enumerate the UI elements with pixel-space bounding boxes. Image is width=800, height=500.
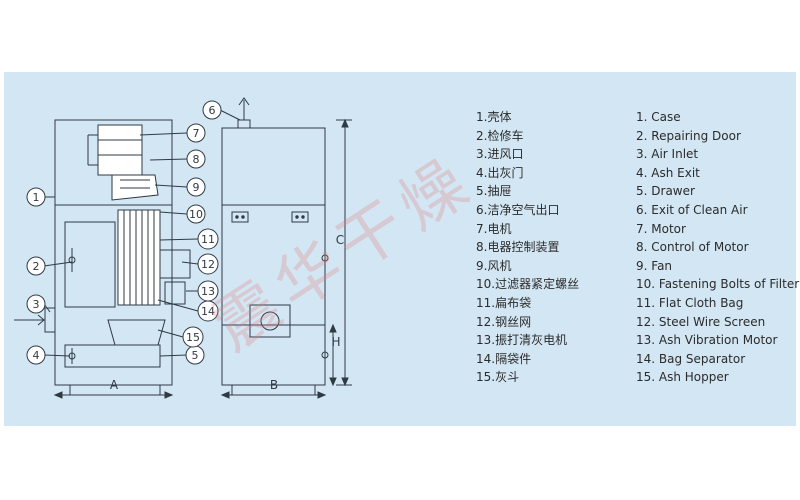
legend-cn-item: 5.抽屉 <box>476 184 512 199</box>
callout-7 <box>186 123 206 143</box>
callout-14 <box>197 300 219 322</box>
callout-15 <box>182 326 204 348</box>
legend-cn-item: 8.电器控制装置 <box>476 240 560 255</box>
legend-cn-item: 11.扁布袋 <box>476 295 532 310</box>
legend-cn-item: 10.过滤器紧定螺丝 <box>476 277 580 292</box>
legend-en-item: 3. Air Inlet <box>636 147 699 162</box>
callout-label-12: 12 <box>201 258 215 271</box>
legend-cn-item: 2.检修车 <box>476 128 524 143</box>
legend-chinese: 1.壳体 2.检修车 3.进风口 4.出灰门 5.抽屉 6.洁净空气出口 7.电… <box>476 108 579 387</box>
legend-cn-item: 4.出灰门 <box>476 165 524 180</box>
legend-en-item: 12. Steel Wire Screen <box>636 314 766 329</box>
diagram-panel: 1 2 3 4 5 6 7 8 9 10 11 12 13 14 15 A B … <box>4 72 799 426</box>
front-view <box>220 97 352 399</box>
legend-english: 1. Case 2. Repairing Door 3. Air Inlet 4… <box>636 108 799 387</box>
legend-en-item: 1. Case <box>636 110 681 124</box>
side-view <box>14 119 191 399</box>
callout-labels: 1 2 3 4 5 6 7 8 9 10 11 12 13 14 15 <box>33 104 216 362</box>
legend-cn-item: 9.风机 <box>476 258 512 273</box>
legend-cn-item: 1.壳体 <box>476 110 512 124</box>
callout-1 <box>26 187 46 207</box>
legend-en-item: 10. Fastening Bolts of Filter <box>636 277 800 292</box>
dimension-c: C <box>336 233 344 247</box>
air-inlet <box>44 307 56 333</box>
callout-12 <box>197 253 219 275</box>
legend-en-item: 9. Fan <box>636 258 673 273</box>
callout-label-9: 9 <box>193 181 200 194</box>
dimension-labels: A B C H <box>110 233 344 392</box>
legend-cn-item: 7.电机 <box>476 221 512 236</box>
callout-label-1: 1 <box>33 191 40 204</box>
legend-cn-item: 14.隔袋件 <box>476 351 532 366</box>
legend-en-item: 15. Ash Hopper <box>636 370 729 385</box>
legend-en-item: 11. Flat Cloth Bag <box>636 295 744 310</box>
callouts <box>26 100 222 365</box>
callout-10 <box>186 204 206 224</box>
ash-hopper <box>107 319 166 346</box>
callout-3 <box>26 294 46 314</box>
callout-2 <box>26 256 46 276</box>
legend-cn-item: 6.洁净空气出口 <box>476 202 560 217</box>
callout-label-3: 3 <box>33 298 40 311</box>
repairing-door <box>64 221 116 308</box>
callout-11 <box>197 228 219 250</box>
legend-en-item: 8. Control of Motor <box>636 240 749 255</box>
motor-shape <box>97 124 143 176</box>
callout-label-5: 5 <box>192 349 199 362</box>
legend-en-item: 7. Motor <box>636 221 686 236</box>
legend-en-item: 4. Ash Exit <box>636 165 700 180</box>
callout-label-8: 8 <box>193 153 200 166</box>
callout-9 <box>186 177 206 197</box>
callout-label-15: 15 <box>186 331 200 344</box>
front-cabinet <box>221 127 326 386</box>
legend-en-item: 13. Ash Vibration Motor <box>636 333 778 348</box>
legend-en-item: 2. Repairing Door <box>636 128 741 143</box>
filter-bags <box>117 209 161 306</box>
callout-label-13: 13 <box>201 285 215 298</box>
callout-label-10: 10 <box>189 208 203 221</box>
callout-label-6: 6 <box>209 104 216 117</box>
clean-air-exit <box>237 119 251 129</box>
callout-label-14: 14 <box>201 305 215 318</box>
callout-4 <box>26 345 46 365</box>
dimension-b: B <box>270 378 278 392</box>
dimension-h: H <box>331 335 340 349</box>
callout-6 <box>202 100 222 120</box>
legend-en-item: 14. Bag Separator <box>636 351 746 366</box>
callout-label-7: 7 <box>193 127 200 140</box>
legend-en-item: 6. Exit of Clean Air <box>636 202 748 217</box>
legend-cn-item: 15.灰斗 <box>476 370 520 385</box>
legend-cn-item: 12.钢丝网 <box>476 314 532 329</box>
legend-cn-item: 3.进风口 <box>476 147 524 162</box>
leader-lines <box>43 109 241 357</box>
vibration-motor-shape <box>164 281 186 305</box>
legend-cn-item: 13.振打清灰电机 <box>476 333 568 348</box>
cabinet-outline <box>54 119 173 386</box>
callout-label-11: 11 <box>201 233 215 246</box>
dimension-a: A <box>110 378 119 392</box>
dust-collector-drawing: 1 2 3 4 5 6 7 8 9 10 11 12 13 14 15 A B … <box>14 97 352 399</box>
callout-label-4: 4 <box>33 349 40 362</box>
front-inlet <box>249 304 291 338</box>
callout-8 <box>186 149 206 169</box>
callout-label-2: 2 <box>33 260 40 273</box>
legend-en-item: 5. Drawer <box>636 184 695 199</box>
ash-drawer <box>64 344 161 368</box>
